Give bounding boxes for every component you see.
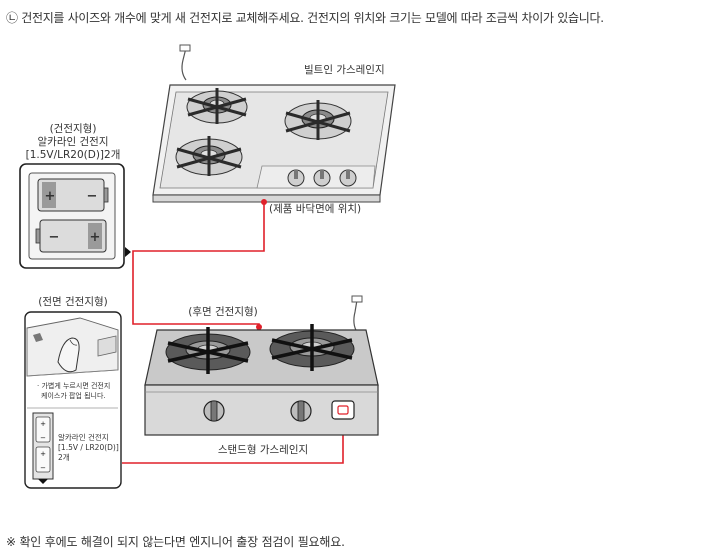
front-spec-line1: 알카라인 건전지 [58,432,109,442]
front-battery-box-illustration: + − + − [24,311,122,489]
footer-note: ※ 확인 후에도 해결이 되지 않는다면 엔지니어 출장 점검이 필요해요. [6,535,345,549]
front-spec-line2: [1.5V / LR20(D)] [58,443,119,452]
svg-text:−: − [40,434,46,442]
stand-rear-battery-point [256,324,262,330]
pointer-arrow-icon [125,247,131,257]
front-spec-line3: 2개 [58,452,70,462]
builtin-battery-point [261,199,267,205]
stand-gas-range-illustration [144,295,379,436]
front-desc-line1: · 가볍게 누르시면 건전지 [37,381,110,390]
stand-range-title: 스탠드형 가스레인지 [218,444,308,456]
front-desc-line2: 케이스가 팝업 됩니다. [41,391,106,400]
stand-rear-battery-label: (후면 건전지형) [188,306,258,318]
builtin-range-title: 빌트인 가스레인지 [304,64,385,76]
instruction-note: ㉡ 건전지를 사이즈와 개수에 맞게 새 건전지로 교체해주세요. 건전지의 위… [6,11,604,25]
battery2-minus-icon: − [49,230,60,245]
battery1-plus-icon: + [45,189,56,204]
builtin-gas-range-illustration [152,44,396,203]
battery2-plus-icon: + [90,230,101,245]
svg-text:+: + [40,420,46,428]
front-battery-title: (전면 건전지형) [38,296,108,308]
svg-text:−: − [40,464,46,472]
battery-compartment-illustration [19,163,125,269]
battery-type-label: (건전지형) [50,123,97,135]
svg-text:+: + [40,450,46,458]
battery-spec-line1: 알카라인 건전지 [38,136,109,148]
battery1-minus-icon: − [87,189,98,204]
builtin-battery-location-label: (제품 바닥면에 위치) [269,202,361,215]
battery-spec-line2: [1.5V/LR20(D)]2개 [26,149,121,161]
